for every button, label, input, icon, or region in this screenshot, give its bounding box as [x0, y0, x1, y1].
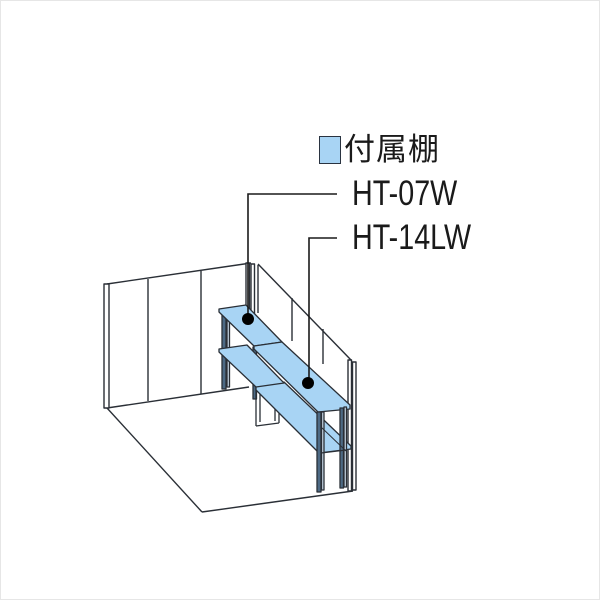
- legend-title: 付属棚: [344, 132, 440, 168]
- label-ht14lw: HT-14LW: [352, 218, 472, 257]
- label-ht07w: HT-07W: [352, 174, 458, 213]
- shelf-ht14lw-upper-tier: [253, 341, 351, 413]
- leader-line-ht14lw: [308, 237, 337, 382]
- legend: 付属棚: [319, 132, 440, 168]
- shelf-color-swatch-icon: [319, 136, 341, 164]
- leader-lines: [247, 193, 337, 382]
- shelf-ht14lw-lower-tier: [255, 381, 352, 454]
- floor-outline: [106, 386, 354, 513]
- shelves: [218, 304, 352, 493]
- right-wall: [257, 263, 352, 364]
- marker-dot-ht14lw: [302, 377, 314, 389]
- back-wall: [106, 262, 252, 401]
- leader-line-ht07w: [247, 193, 337, 319]
- marker-dot-ht07w: [242, 313, 254, 325]
- right-end-post: [347, 359, 357, 492]
- left-corner-post: [103, 283, 110, 409]
- shelf-ht07w-lower-tier: [218, 344, 285, 388]
- shelf-ht14lw-front-legs: [316, 406, 348, 493]
